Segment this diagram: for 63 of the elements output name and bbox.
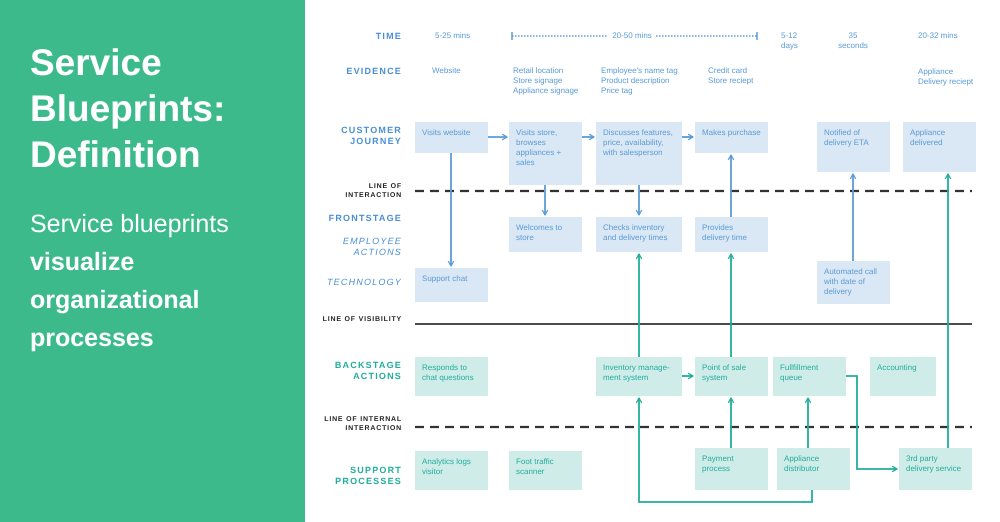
arrow	[804, 397, 812, 448]
text-label: Retail location	[513, 66, 564, 76]
step-box: Payment process	[695, 448, 768, 490]
arrow	[728, 253, 734, 357]
arrow	[944, 173, 952, 448]
row-label: BACKSTAGE ACTIONS	[334, 360, 402, 382]
arrow	[728, 397, 734, 448]
step-box: Checks inventory and delivery times	[596, 217, 682, 252]
arrow	[846, 375, 898, 472]
step-box: Point of sale system	[695, 357, 768, 396]
step-box: Welcomes to store	[509, 217, 582, 252]
step-box: Accounting	[870, 357, 936, 396]
arrow	[582, 134, 595, 140]
text-label: Product description	[601, 76, 670, 86]
text-label: Appliance signage	[513, 86, 578, 96]
step-box: Inventory manage-ment system	[596, 357, 682, 396]
text-label: Store reciept	[708, 76, 754, 86]
step-box: Notified of delivery ETA	[817, 122, 890, 172]
arrow	[682, 372, 694, 380]
step-box: Visits store, browses appliances + sales	[509, 122, 582, 185]
step-box: Appliance delivered	[903, 122, 976, 172]
text-label: Employee's name tag	[601, 66, 678, 76]
step-box: Visits website	[415, 122, 488, 153]
arrow	[636, 185, 642, 216]
row-label: CUSTOMER JOURNEY	[340, 125, 402, 147]
row-label: SUPPORT PROCESSES	[334, 465, 402, 487]
text-label: 5-25 mins	[435, 31, 470, 41]
arrow	[542, 185, 548, 216]
step-box: Provides delivery time	[695, 217, 768, 252]
row-label: FRONTSTAGE	[328, 213, 402, 224]
step-box: Responds to chat questions	[415, 357, 488, 396]
row-label: EMPLOYEE ACTIONS	[342, 236, 402, 258]
subtitle: Service blueprints visualize organizational processes	[30, 209, 230, 354]
arrow	[636, 397, 813, 503]
step-box: Support chat	[415, 268, 488, 302]
arrow	[488, 134, 508, 140]
arrow	[682, 134, 694, 140]
step-box: Foot traffic scanner	[509, 451, 582, 490]
text-label: Delivery reciept	[918, 77, 974, 87]
step-box: Fullfillment queue	[773, 357, 846, 396]
text-label: 35 seconds	[837, 31, 869, 51]
text-label: Appliance	[918, 67, 954, 77]
arrow	[636, 253, 642, 357]
text-label: Website	[432, 66, 461, 76]
text-label: Credit card	[708, 66, 748, 76]
step-box: Makes purchase	[695, 122, 768, 153]
text-label: 5-12 days	[781, 31, 799, 51]
text-label: 20-50 mins	[612, 31, 652, 41]
text-label: 20-32 mins	[918, 31, 958, 41]
step-box: Appliance distributor	[777, 448, 850, 490]
row-label: TECHNOLOGY	[326, 277, 402, 288]
step-box: Analytics logs visitor	[415, 451, 488, 490]
arrow	[850, 173, 856, 261]
step-box: Automated call with date of delivery	[817, 261, 890, 304]
text-label: Store signage	[513, 76, 562, 86]
title: Service Blueprints: Definition	[30, 41, 226, 177]
arrow	[448, 153, 454, 267]
step-box: Discusses features, price, availability, with salesperson	[596, 122, 682, 185]
row-label: TIME	[376, 31, 402, 42]
text-label: Price tag	[601, 86, 633, 96]
arrow	[728, 154, 734, 217]
row-label: EVIDENCE	[346, 66, 402, 77]
step-box: 3rd party delivery service	[899, 448, 972, 490]
